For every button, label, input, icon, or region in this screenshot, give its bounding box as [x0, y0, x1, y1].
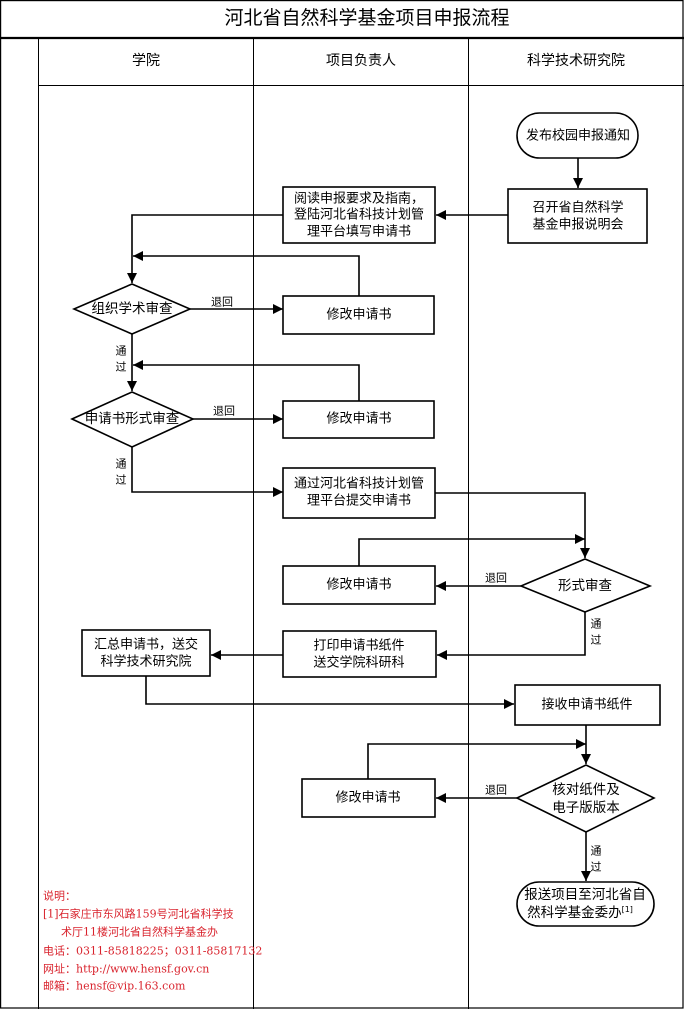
edge-labels: 退回 通 过 退回 通 过 退回 通 过 退回 通 过: [116, 296, 602, 874]
pass-label-char: 通: [116, 345, 127, 358]
note-website: 网址：http://www.hensf.gov.cn: [43, 962, 209, 976]
pass-label-char: 过: [116, 474, 127, 487]
edge-revise4-loop: [367, 739, 586, 779]
edges: [127, 158, 591, 881]
node-label-line: 基金申报说明会: [532, 217, 623, 233]
lane-header-college: 学院: [132, 53, 160, 69]
node-label-line: 科学技术研究院: [100, 654, 191, 670]
decision-shape: [518, 558, 653, 613]
node-format-review: 形式审查: [518, 558, 653, 613]
edge-submit-to-format-review: [435, 492, 590, 558]
process-shape: [514, 684, 661, 726]
node-receive-paper: 接收申请书纸件: [514, 684, 661, 726]
decision-shape: [70, 391, 195, 448]
edge-revise1-loop: [133, 251, 360, 296]
node-label-line: 登陆河北省科技计划管: [294, 207, 424, 223]
process-shape: [282, 295, 435, 335]
page-title: 河北省自然科学基金项目申报流程: [224, 7, 509, 29]
pass-label-char: 过: [591, 634, 602, 647]
process-shape: [301, 778, 436, 818]
node-briefing-meeting: 召开省自然科学 基金申报说明会: [507, 188, 648, 244]
node-label-text: 然科学基金委办: [527, 904, 622, 921]
lane-header-project-lead: 项目负责人: [326, 53, 396, 69]
decision-shape: [71, 283, 193, 335]
process-shape: [282, 565, 436, 605]
pass-label-char: 通: [591, 845, 602, 858]
edge-collect-to-receive: [145, 676, 514, 709]
process-shape: [81, 629, 211, 677]
node-label: 修改申请书: [335, 791, 400, 806]
pass-label-char: 过: [116, 361, 127, 374]
node-label: 发布校园申报通知: [526, 128, 630, 144]
node-label: 修改申请书: [326, 578, 391, 593]
node-label: 修改申请书: [326, 412, 391, 427]
edge-college-format-pass: [131, 447, 283, 497]
edge-revise2-loop: [133, 360, 360, 401]
node-submit-online: 通过河北省科技计划管 理平台提交申请书: [282, 467, 436, 519]
node-label-line: 召开省自然科学: [532, 200, 623, 216]
node-submit-to-foundation: 报送项目至河北省自 然科学基金委办[1]: [516, 881, 655, 927]
pass-label-char: 通: [116, 458, 127, 471]
node-revise-3: 修改申请书: [282, 565, 436, 605]
node-read-and-fill: 阅读申报要求及指南， 登陆河北省科技计划管 理平台填写申请书: [282, 186, 436, 244]
footnote-marker: [1]: [622, 905, 633, 914]
node-label: 申请书形式审查: [85, 411, 180, 427]
note-phone: 电话：0311-85818225；0311-85817132: [43, 945, 262, 958]
note-address-line-1: [1]石家庄市东风路159号河北省科学技: [43, 907, 234, 921]
process-shape: [282, 630, 437, 678]
node-label-line: 汇总申请书，送交: [94, 637, 198, 653]
edge-read-to-academic-review: [127, 214, 283, 283]
node-print-and-send: 打印申请书纸件 送交学院科研科: [282, 630, 437, 678]
node-publish-notice: 发布校园申报通知: [516, 112, 639, 159]
node-label-line: 电子版版本: [552, 800, 620, 816]
note-address-line-2: 术厅11楼河北省自然科学基金办: [61, 925, 218, 939]
return-label: 退回: [485, 784, 507, 797]
lane-header-research-institute: 科学技术研究院: [527, 53, 625, 69]
notes-block: 说明： [1]石家庄市东风路159号河北省科学技 术厅11楼河北省自然科学基金办…: [43, 889, 262, 993]
node-revise-2: 修改申请书: [282, 400, 435, 439]
terminator-shape: [516, 881, 655, 927]
return-label: 退回: [213, 405, 235, 418]
process-shape: [282, 467, 436, 519]
node-label-line: 通过河北省科技计划管: [294, 477, 424, 492]
process-shape: [282, 186, 436, 244]
node-label: 组织学术审查: [92, 301, 173, 317]
edge-format-review-pass: [437, 612, 586, 660]
node-label-line: 报送项目至河北省自: [524, 887, 646, 903]
node-label-line: 理平台提交申请书: [307, 493, 411, 509]
node-label-line: 阅读申报要求及指南，: [294, 191, 424, 207]
node-label-line: 然科学基金委办[1]: [527, 904, 633, 921]
node-revise-1: 修改申请书: [282, 295, 435, 335]
edge-revise3-loop: [358, 534, 585, 566]
node-academic-review: 组织学术审查: [71, 283, 193, 335]
node-collect-and-send: 汇总申请书，送交 科学技术研究院: [81, 629, 211, 677]
node-college-format-review: 申请书形式审查: [70, 391, 195, 448]
node-verify-versions: 核对纸件及 电子版版本: [515, 764, 656, 833]
node-label-line: 理平台填写申请书: [307, 225, 411, 240]
pass-label-char: 过: [591, 861, 602, 874]
node-label-line: 核对纸件及: [552, 782, 620, 798]
node-label-line: 打印申请书纸件: [313, 639, 404, 654]
return-label: 退回: [485, 572, 507, 585]
notes-heading: 说明：: [43, 889, 76, 903]
decision-shape: [515, 764, 656, 833]
terminator-shape: [516, 112, 639, 159]
node-revise-4: 修改申请书: [301, 778, 436, 818]
node-label: 接收申请书纸件: [541, 697, 632, 713]
node-label-line: 送交学院科研科: [313, 655, 404, 671]
process-shape: [282, 400, 435, 439]
return-label: 退回: [211, 296, 233, 309]
note-email: 邮箱：hensf@vip.163.com: [43, 979, 186, 993]
process-shape: [507, 188, 648, 244]
node-label: 修改申请书: [326, 308, 391, 323]
pass-label-char: 通: [591, 618, 602, 631]
node-label: 形式审查: [558, 578, 612, 594]
